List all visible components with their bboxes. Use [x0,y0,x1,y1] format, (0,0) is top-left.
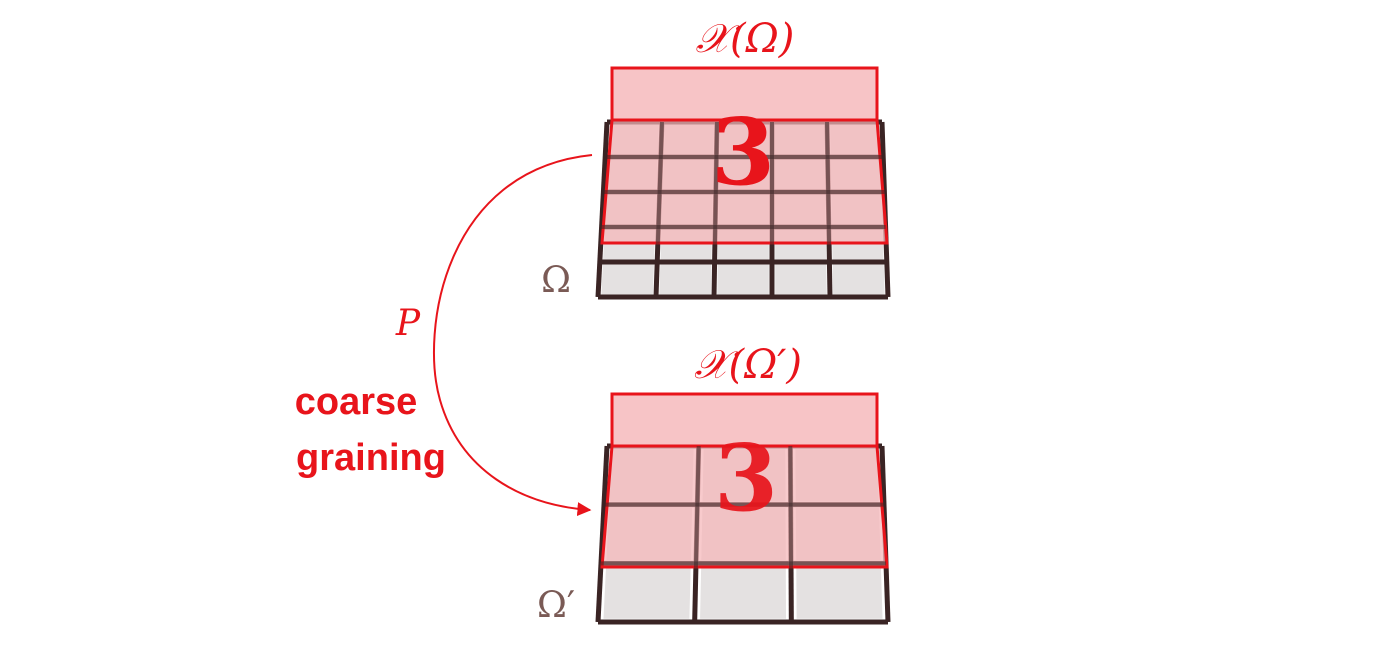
fine-grid-cell [601,263,654,296]
digit-bottom: 3 [714,424,778,532]
feature-overlay-top [600,66,889,245]
coarse-grid-cell [796,566,883,619]
fine-grid-cell [659,263,712,296]
digit-top: 3 [711,98,775,206]
overlay-grid-lines-bottom [601,445,886,623]
fine-overlay-vline [825,121,832,298]
fine-overlay-vline [654,121,664,298]
feature-label-bottom: 𝒳(Ω′) [694,342,802,388]
coarse-grid-cell [700,566,787,619]
caption-graining: graining [296,437,446,479]
fine-grid-vline [595,121,610,298]
feature-label-top: 𝒳(Ω) [696,16,795,62]
fine-grid-cell [832,263,885,296]
fine-grid-cell [775,263,827,296]
operator-label-p: P [395,303,421,344]
overlay-grid-lines-top [599,121,887,298]
coarse-overlay-vline [692,445,701,623]
coarse-grid-vline [595,445,610,623]
domain-label-omega: Ω [541,260,571,301]
fine-grid-cell [717,263,769,296]
caption-coarse: coarse [295,381,418,423]
coarse-grid-cell [603,566,691,619]
fine-overlay-vline [712,121,719,298]
domain-label-omega-prime: Ω′ [537,585,575,626]
coarse-graining-arrow [433,154,593,517]
coarse-overlay-vline [788,445,794,623]
